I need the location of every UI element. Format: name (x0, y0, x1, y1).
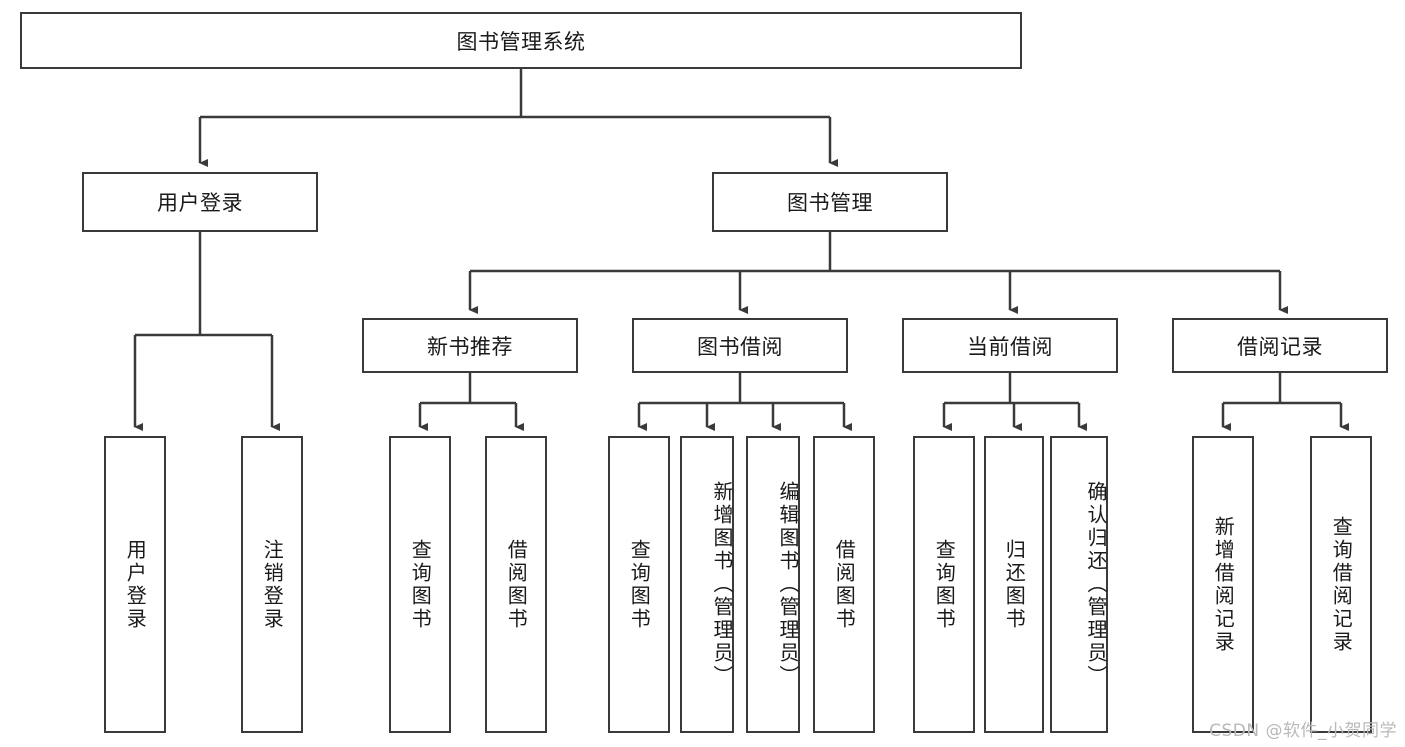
node-borrow-record[interactable]: 借阅记录 (1172, 318, 1388, 373)
node-root-label: 图书管理系统 (456, 29, 586, 54)
node-leaf-query-book-1[interactable]: 查询图书 (389, 436, 451, 733)
watermark-text: CSDN @软件_小贺同学 (1209, 721, 1397, 741)
node-current-borrow-label: 当前借阅 (967, 334, 1053, 359)
node-leaf-query-book-2[interactable]: 查询图书 (608, 436, 670, 733)
node-leaf-query-borrow-record[interactable]: 查询借阅记录 (1310, 436, 1372, 733)
node-book-management-label: 图书管理 (787, 191, 873, 215)
node-leaf-logout-label: 注销登录 (260, 538, 285, 631)
node-leaf-query-book-3-label: 查询图书 (932, 538, 957, 631)
node-leaf-query-book-3[interactable]: 查询图书 (913, 436, 975, 733)
node-new-book-recommend-label: 新书推荐 (427, 334, 513, 359)
node-book-borrow[interactable]: 图书借阅 (632, 318, 848, 373)
node-leaf-return-book-label: 归还图书 (1002, 538, 1027, 631)
node-leaf-add-borrow-record-label: 新增借阅记录 (1211, 515, 1236, 654)
node-leaf-add-book[interactable]: 新增图书（管理员） (680, 436, 734, 733)
node-leaf-confirm-return[interactable]: 确认归还（管理员） (1050, 436, 1108, 733)
node-leaf-logout[interactable]: 注销登录 (241, 436, 303, 733)
node-user-login[interactable]: 用户登录 (82, 172, 318, 232)
node-leaf-confirm-return-label: 确认归还（管理员） (1084, 481, 1108, 688)
node-leaf-add-borrow-record[interactable]: 新增借阅记录 (1192, 436, 1254, 733)
node-leaf-add-book-label: 新增图书（管理员） (710, 481, 734, 688)
node-leaf-query-borrow-record-label: 查询借阅记录 (1329, 515, 1354, 654)
node-leaf-edit-book[interactable]: 编辑图书（管理员） (746, 436, 800, 733)
node-leaf-borrow-book-1-label: 借阅图书 (504, 538, 529, 631)
node-leaf-user-login-label: 用户登录 (123, 538, 148, 631)
node-new-book-recommend[interactable]: 新书推荐 (362, 318, 578, 373)
node-leaf-edit-book-label: 编辑图书（管理员） (776, 481, 800, 688)
node-leaf-query-book-1-label: 查询图书 (408, 538, 433, 631)
node-leaf-return-book[interactable]: 归还图书 (984, 436, 1044, 733)
node-borrow-record-label: 借阅记录 (1237, 334, 1323, 359)
node-book-management[interactable]: 图书管理 (712, 172, 948, 232)
node-leaf-borrow-book-2[interactable]: 借阅图书 (813, 436, 875, 733)
node-root[interactable]: 图书管理系统 (20, 12, 1022, 69)
node-leaf-query-book-2-label: 查询图书 (627, 538, 652, 631)
node-leaf-user-login[interactable]: 用户登录 (104, 436, 166, 733)
node-leaf-borrow-book-1[interactable]: 借阅图书 (485, 436, 547, 733)
node-book-borrow-label: 图书借阅 (697, 334, 783, 359)
node-leaf-borrow-book-2-label: 借阅图书 (832, 538, 857, 631)
node-current-borrow[interactable]: 当前借阅 (902, 318, 1118, 373)
node-user-login-label: 用户登录 (157, 191, 243, 215)
